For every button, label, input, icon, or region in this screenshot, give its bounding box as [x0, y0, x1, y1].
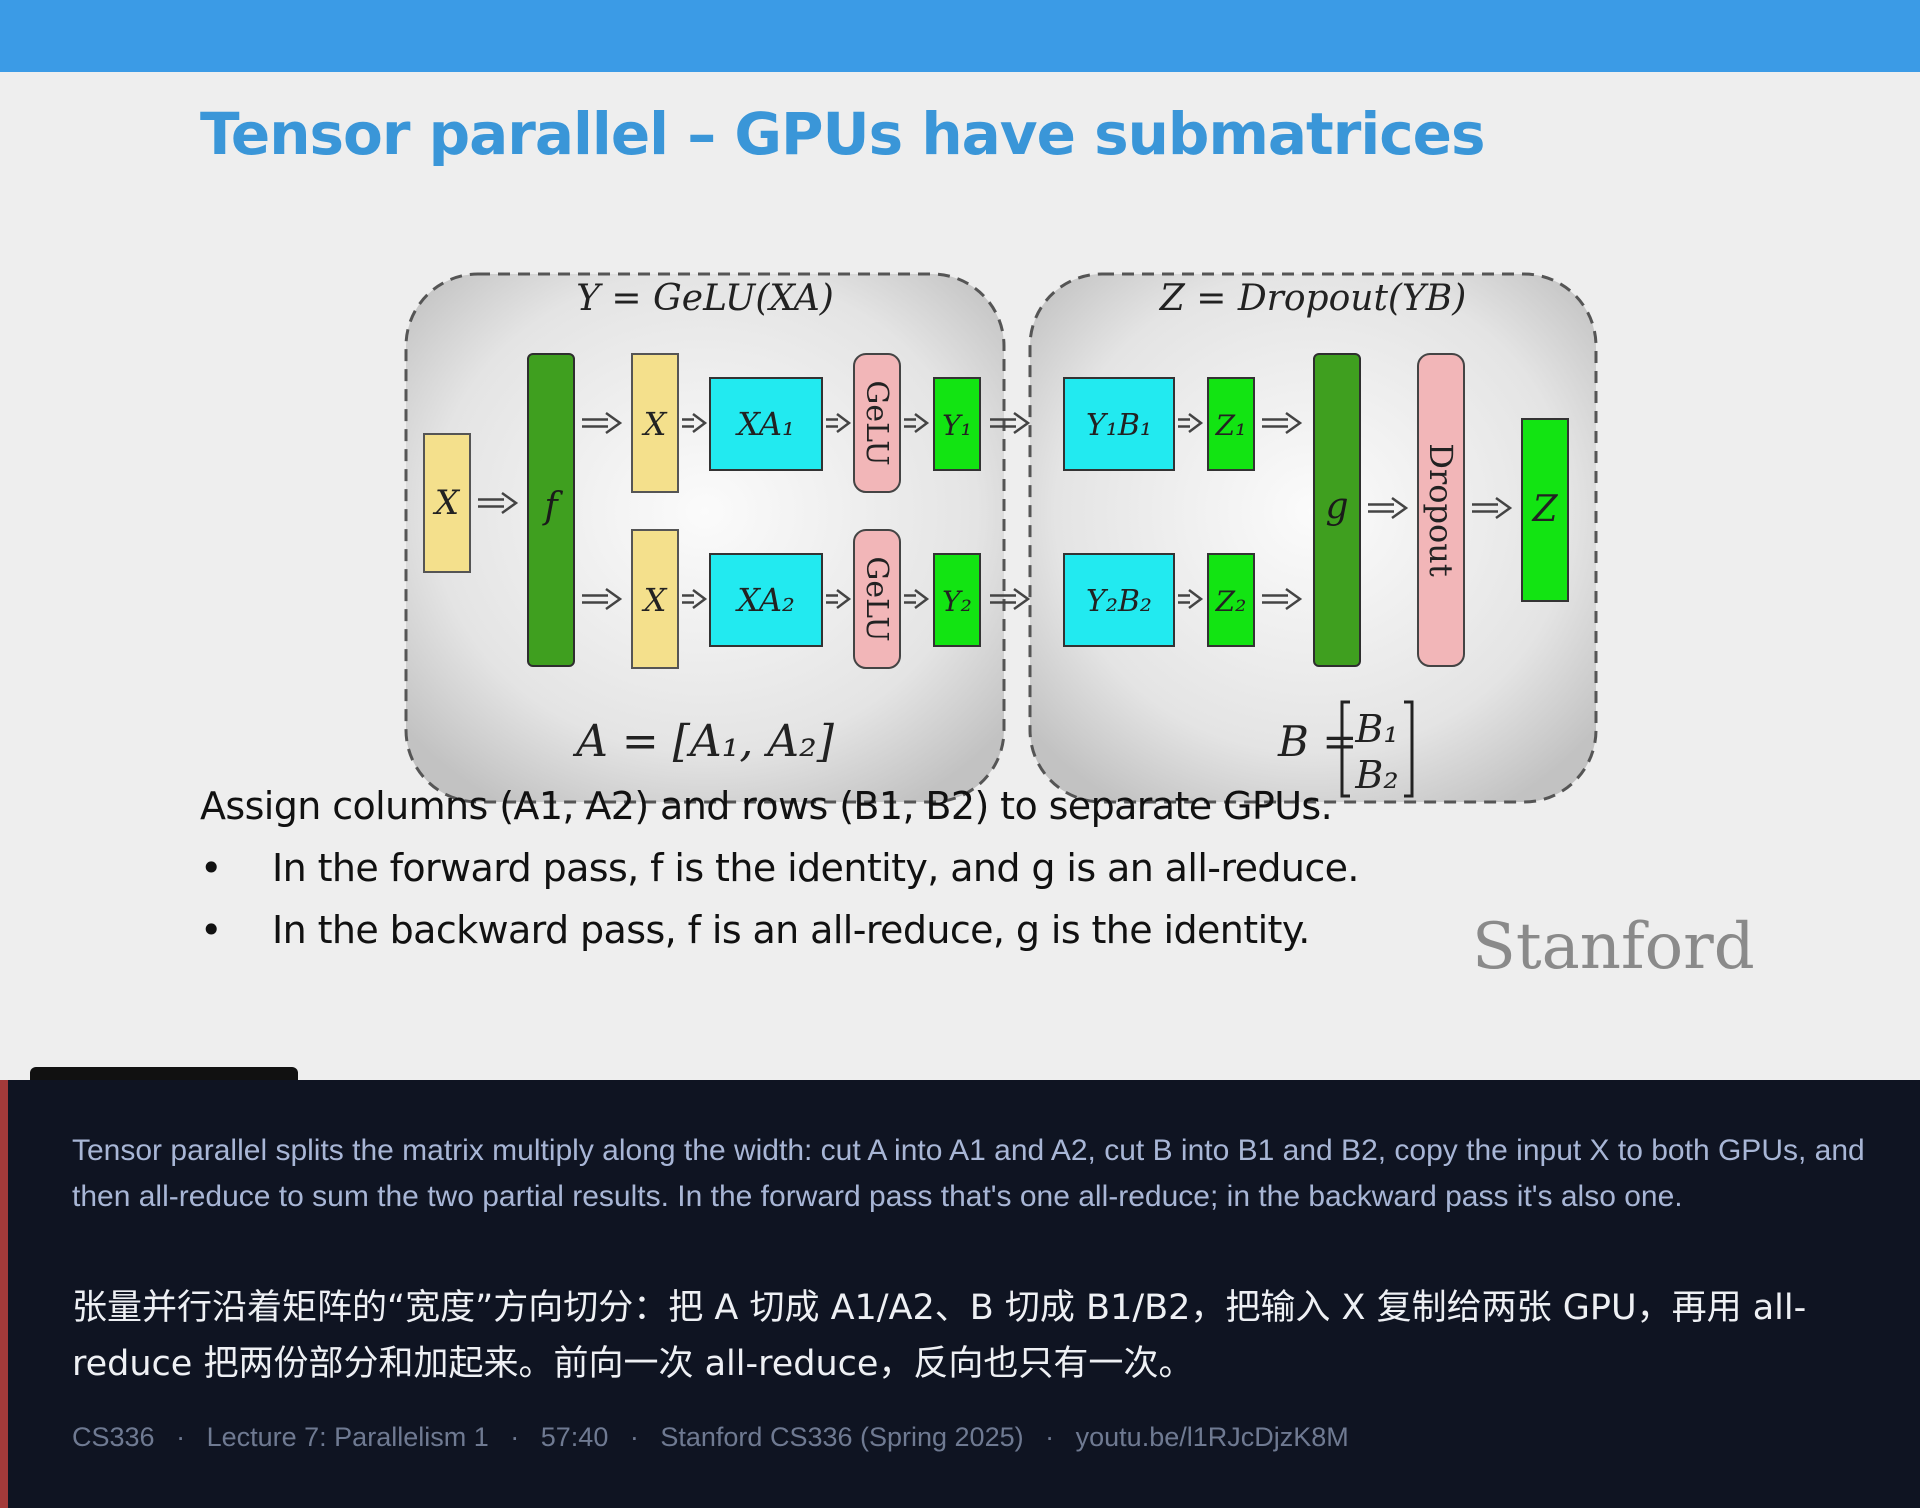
z-final-box: [1521, 418, 1569, 602]
tensor-parallel-diagram: Y = GeLU(XA) Z = Dropout(YB) X f X XA₁ G…: [404, 272, 1598, 804]
bullet-text: In the forward pass, f is the identity, …: [272, 846, 1360, 890]
y1b1-box: [1063, 377, 1175, 471]
z-final-label: Z: [1531, 489, 1558, 530]
xa1-label: XA₁: [734, 405, 795, 443]
meta-separator: ·: [510, 1422, 520, 1452]
stanford-logo: Stanford: [1472, 910, 1755, 984]
a-equation: A = [A₁, A₂]: [572, 716, 835, 767]
lecture-slide: Tensor parallel – GPUs have submatrices …: [0, 72, 1920, 1149]
caption-accent-bar: [0, 1080, 8, 1508]
meta-link[interactable]: youtu.be/l1RJcDjzK8M: [1075, 1422, 1349, 1452]
g-label: g: [1325, 486, 1348, 527]
dropout-box: [1417, 353, 1465, 667]
caption-panel: Tensor parallel splits the matrix multip…: [0, 1080, 1920, 1508]
y2-box: [933, 553, 981, 647]
meta-channel: Stanford CS336 (Spring 2025): [660, 1422, 1024, 1452]
meta-course: CS336: [72, 1422, 155, 1452]
split-x-top-label: X: [641, 405, 668, 443]
y2-label: Y₂: [942, 585, 972, 618]
bullet-dot: •: [200, 846, 222, 890]
b-matrix-row-2: B₂: [1354, 753, 1398, 797]
caption-chinese: 张量并行沿着矩阵的“宽度”方向切分：把 A 切成 A1/A2、B 切成 B1/B…: [72, 1288, 1807, 1384]
meta-timestamp: 57:40: [540, 1422, 609, 1452]
right-formula: Z = Dropout(YB): [1159, 278, 1467, 319]
b-equation-prefix: B =: [1277, 717, 1357, 766]
f-box: [527, 353, 575, 667]
gelu-top-box: [853, 353, 901, 493]
b-matrix-bracket-left: [1340, 700, 1350, 798]
caption-meta: CS336 · Lecture 7: Parallelism 1 · 57:40…: [72, 1422, 1349, 1453]
dropout-label: Dropout: [1422, 443, 1460, 577]
input-x-label: X: [432, 483, 461, 523]
z1-label: Z₁: [1215, 409, 1247, 442]
z1-box: [1207, 377, 1255, 471]
xa2-label: XA₂: [734, 581, 795, 619]
gelu-bottom-label: GeLU: [859, 556, 894, 641]
z2-box: [1207, 553, 1255, 647]
meta-separator: ·: [176, 1422, 186, 1452]
split-x-bottom-label: X: [641, 581, 668, 619]
y2b2-box: [1063, 553, 1175, 647]
bullet-dot: •: [200, 908, 222, 952]
intro-text: Assign columns (A1, A2) and rows (B1, B2…: [200, 784, 1333, 828]
b-matrix-bracket-right: [1404, 700, 1414, 798]
y1b1-label: Y₁B₁: [1086, 408, 1152, 443]
meta-separator: ·: [1045, 1422, 1055, 1452]
g-box: [1313, 353, 1361, 667]
xa1-box: [709, 377, 823, 471]
gelu-top-label: GeLU: [859, 380, 894, 465]
split-x-bottom: [631, 529, 679, 669]
input-x-box: [423, 433, 471, 573]
z2-label: Z₂: [1215, 585, 1247, 618]
y1-box: [933, 377, 981, 471]
slide-title: Tensor parallel – GPUs have submatrices: [200, 100, 1485, 168]
y1-label: Y₁: [942, 409, 972, 442]
meta-separator: ·: [629, 1422, 639, 1452]
caption-english: Tensor parallel splits the matrix multip…: [72, 1134, 1865, 1213]
left-formula: Y = GeLU(XA): [576, 278, 834, 319]
gelu-bottom-box: [853, 529, 901, 669]
split-x-top: [631, 353, 679, 493]
b-matrix-row-1: B₁: [1354, 707, 1398, 751]
meta-lecture: Lecture 7: Parallelism 1: [206, 1422, 489, 1452]
top-bar: [0, 0, 1920, 72]
y2b2-label: Y₂B₂: [1086, 584, 1152, 619]
bullet-text: In the backward pass, f is an all-reduce…: [272, 908, 1310, 952]
xa2-box: [709, 553, 823, 647]
